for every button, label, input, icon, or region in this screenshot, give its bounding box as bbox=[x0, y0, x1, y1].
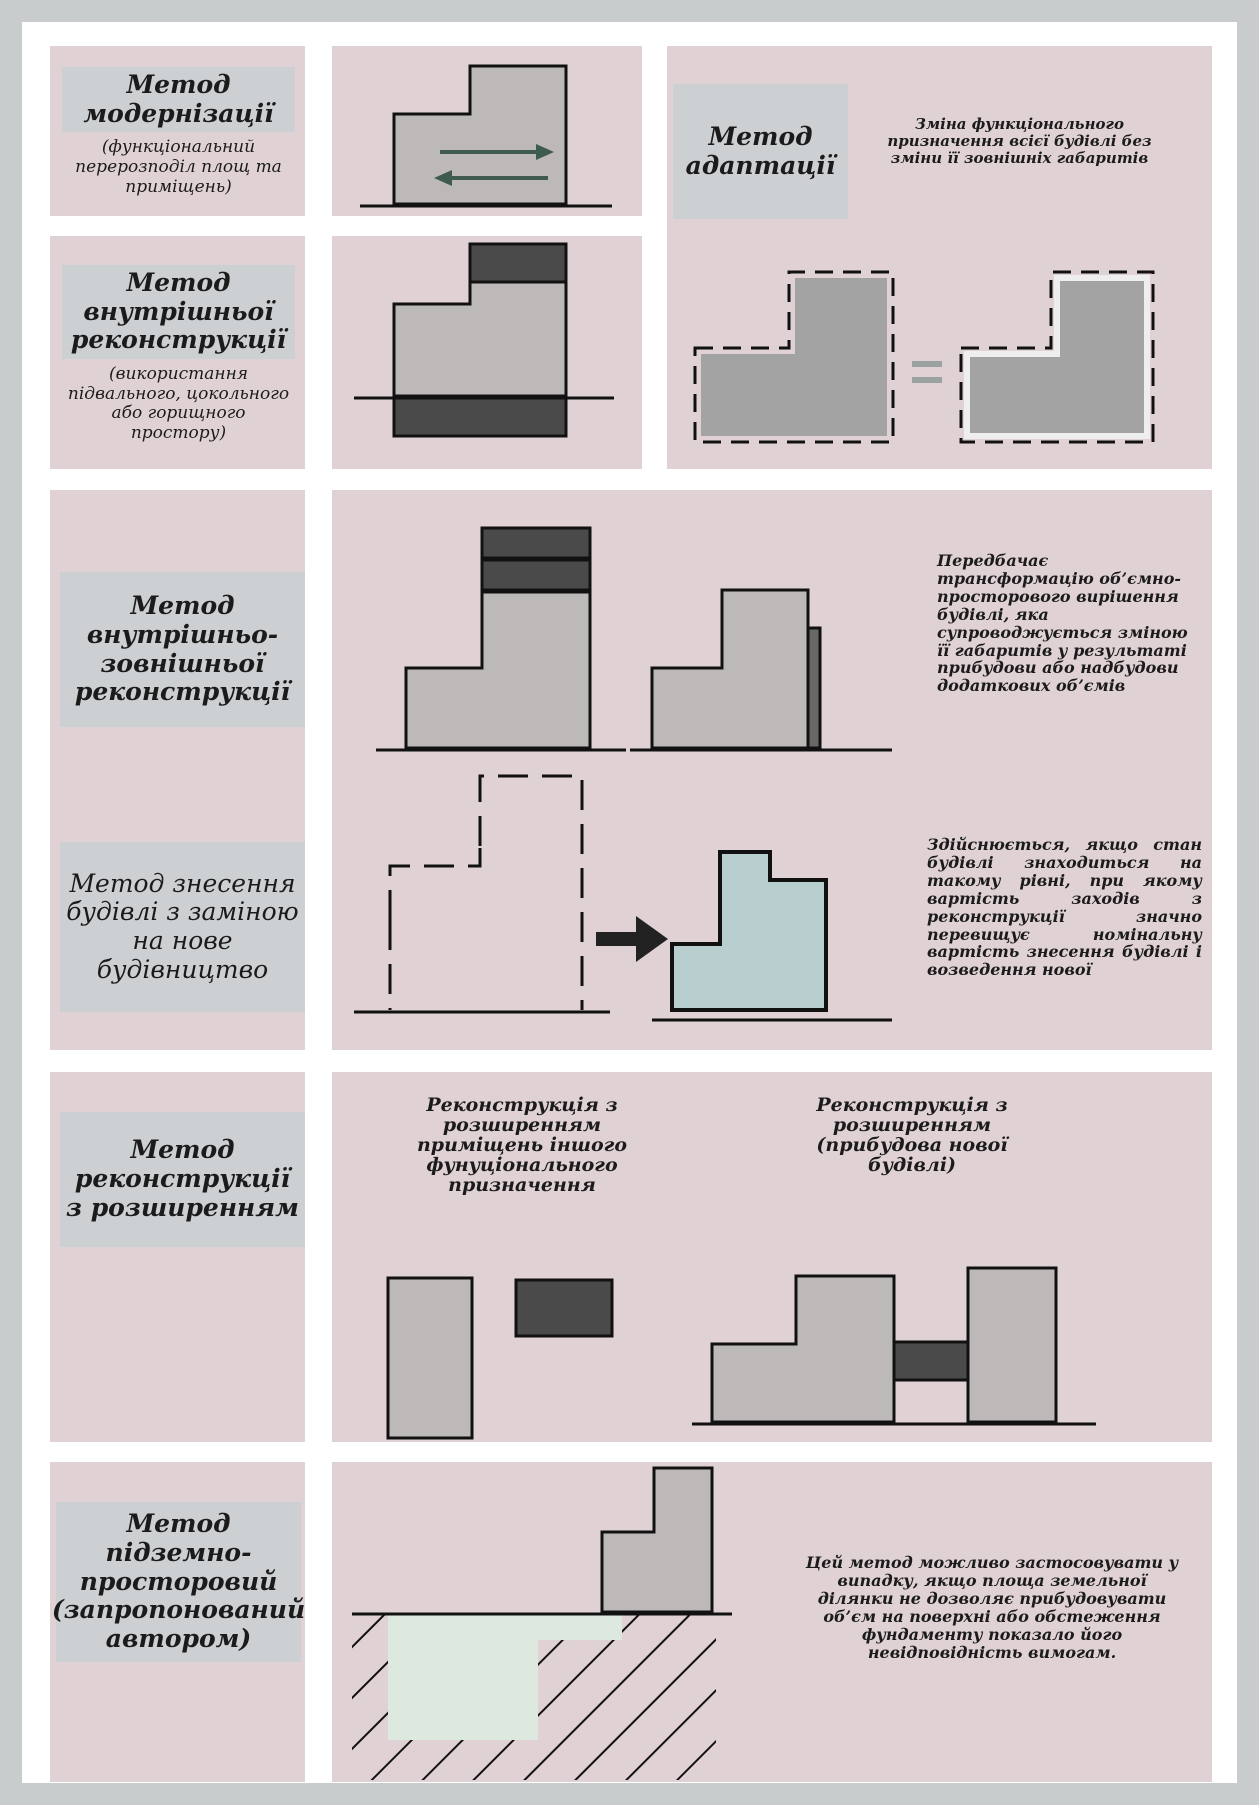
underground-title: Метод підземно-просторовий (запропонован… bbox=[51, 1509, 306, 1654]
label-demolition: Метод знесення будівлі з заміною на нове… bbox=[60, 842, 305, 1012]
building-block bbox=[600, 1466, 714, 1614]
label-internal-external: Метод внутрішньо-зовнішньої реконструкці… bbox=[60, 572, 305, 727]
label-underground: Метод підземно-просторовий (запропонован… bbox=[52, 1502, 305, 1662]
adaptation-description: Зміна функціонального призначення всієї … bbox=[887, 115, 1152, 167]
label-expansion: Метод реконструкції з розширенням bbox=[60, 1112, 305, 1247]
expansion-caption-right: Реконструкція з розширенням (прибудова н… bbox=[816, 1094, 1008, 1176]
expansion-figure bbox=[386, 1266, 1096, 1440]
internal-subtitle: (використання підвального, цокольного аб… bbox=[67, 364, 290, 443]
underground-figure bbox=[352, 1466, 732, 1780]
added-floor bbox=[480, 558, 592, 592]
building-block bbox=[650, 588, 810, 750]
basement-block bbox=[392, 394, 568, 438]
adaptation-title: Метод адаптації bbox=[685, 121, 836, 180]
left-arrow-icon bbox=[434, 170, 452, 186]
internal-external-figure bbox=[354, 526, 892, 1022]
new-building-block bbox=[670, 850, 828, 1012]
modernization-subtitle: (функціональний перерозподіл площ та при… bbox=[75, 137, 282, 197]
modernization-figure bbox=[360, 64, 612, 208]
building-block bbox=[392, 64, 568, 206]
connector-block bbox=[892, 1340, 970, 1382]
building-before bbox=[701, 278, 887, 436]
building-block bbox=[386, 1276, 474, 1440]
annex-block bbox=[514, 1278, 614, 1338]
panel-internal-figure bbox=[332, 236, 642, 469]
label-internal: Метод внутрішньої реконструкції (викорис… bbox=[56, 244, 301, 464]
internal-external-title: Метод внутрішньо-зовнішньої реконструкці… bbox=[74, 591, 291, 707]
attic-block bbox=[468, 242, 568, 284]
underground-volume bbox=[388, 1614, 622, 1740]
building-after bbox=[964, 275, 1150, 439]
building-block bbox=[710, 1274, 896, 1424]
demolition-description: Здійснюється, якщо стан будівлі знаходит… bbox=[927, 835, 1202, 980]
internal-title: Метод внутрішньої реконструкції bbox=[62, 264, 295, 360]
new-building-block bbox=[966, 1266, 1058, 1424]
panel-row3-figures: Передбачає трансформацію об’ємно-простор… bbox=[332, 490, 1212, 1050]
panel-expansion-figure: Реконструкція з розширенням приміщень ін… bbox=[332, 1072, 1212, 1442]
building-block bbox=[392, 280, 568, 398]
demolition-title: Метод знесення будівлі з заміною на нове… bbox=[66, 868, 299, 984]
adaptation-figure bbox=[693, 270, 1155, 444]
building-block bbox=[404, 590, 592, 750]
label-adaptation: Метод адаптації bbox=[673, 84, 848, 219]
panel-modernization-figure bbox=[332, 46, 642, 216]
right-arrow-icon bbox=[636, 916, 668, 962]
modernization-title: Метод модернізації bbox=[62, 66, 295, 133]
diagram-frame: Метод модернізації (функціональний перер… bbox=[22, 22, 1237, 1783]
added-floor bbox=[480, 526, 592, 560]
expansion-caption-left: Реконструкція з розширенням приміщень ін… bbox=[416, 1094, 628, 1196]
internal-external-description: Передбачає трансформацію об’ємно-простор… bbox=[937, 551, 1188, 696]
panel-adaptation: Метод адаптації Зміна функціонального пр… bbox=[667, 46, 1212, 469]
label-modernization: Метод модернізації (функціональний перер… bbox=[56, 52, 301, 212]
internal-figure bbox=[354, 242, 614, 438]
right-arrow-icon bbox=[536, 144, 554, 160]
underground-description: Цей метод можливо застосовувати у випадк… bbox=[805, 1553, 1179, 1662]
panel-underground-figure: Цей метод можливо застосовувати у випадк… bbox=[332, 1462, 1212, 1782]
expansion-title: Метод реконструкції з розширенням bbox=[66, 1135, 299, 1222]
